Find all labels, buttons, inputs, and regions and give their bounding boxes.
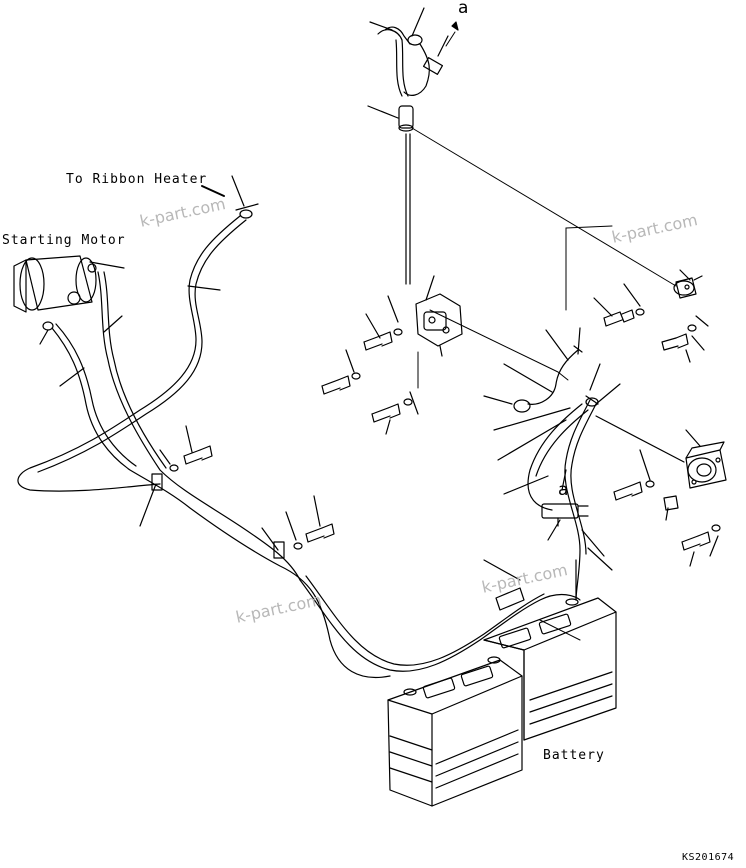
frame-lines — [411, 127, 677, 389]
starting-motor — [13, 255, 391, 679]
battery-label: Battery — [543, 748, 605, 763]
ribbon-heater-cable — [17, 175, 259, 492]
ribbon-heater-label: To Ribbon Heater — [66, 172, 208, 187]
ref-marker-a-mid: a — [558, 480, 569, 500]
drawing-code: KS201674 — [682, 852, 735, 863]
top-connector-assembly — [367, 7, 459, 285]
starting-motor-label: Starting Motor — [2, 233, 126, 248]
upper-relay — [593, 269, 709, 363]
ref-marker-a-top: a — [458, 0, 469, 18]
center-bracket — [321, 275, 463, 435]
center-right-harness — [483, 327, 621, 601]
lower-relay — [595, 415, 727, 567]
lower-cable-run — [299, 559, 581, 672]
batteries — [387, 559, 617, 807]
